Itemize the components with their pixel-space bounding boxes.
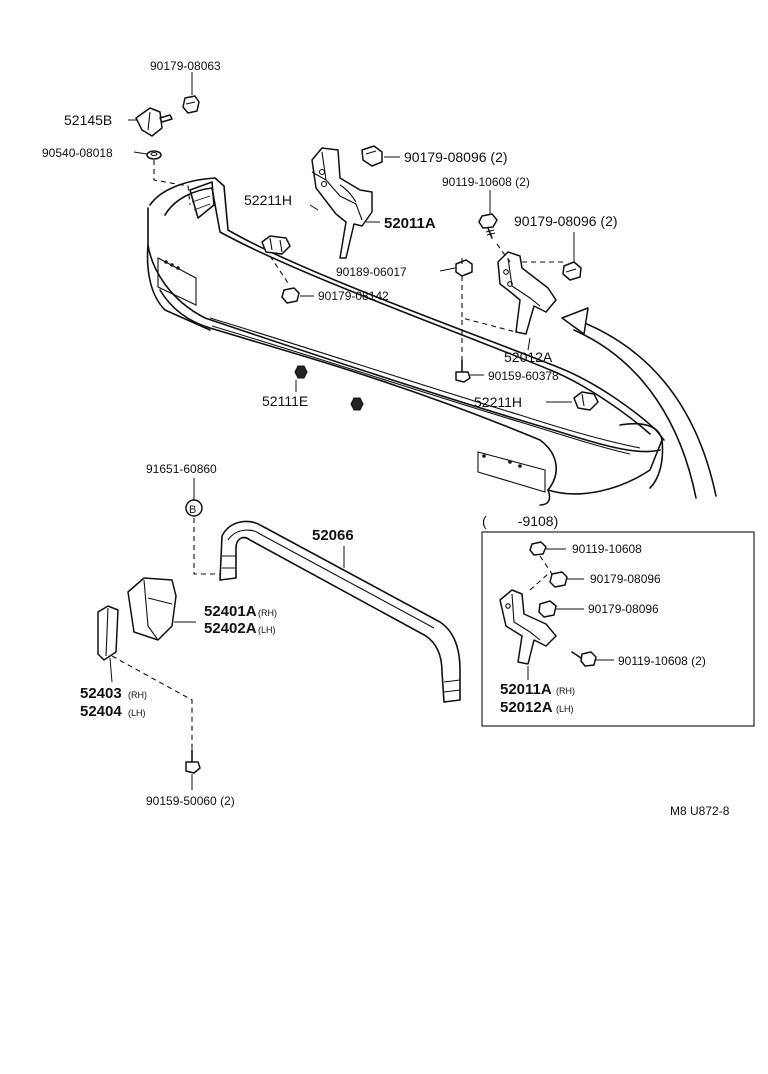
nut-90179-08096-top [361,145,383,167]
label-52211H-bottom: 52211H [474,394,522,410]
label-52401A: 52401A [204,603,257,620]
leader-dash-52145B [153,160,191,206]
label-90189-06017: 90189-06017 [336,265,407,279]
label-52012A: 52012A [504,349,553,365]
leader-dash-52211H [269,255,291,287]
label-52111E: 52111E [262,393,308,409]
label-inset-52011A-suffix: (RH) [556,686,575,696]
label-52145B: 52145B [64,112,112,128]
label-90179-08063: 90179-08063 [150,59,221,73]
label-90179-08142: 90179-08142 [318,289,389,303]
label-52403-suffix: (RH) [128,690,147,700]
leader-dash-91651 [193,518,220,575]
bumper-bar-52111E [146,177,665,506]
stay-52066 [219,520,461,703]
bolt-91651-60860: B [185,499,203,517]
inset-nut-90179-08096-a [549,571,568,588]
label-90159-50060: 90159-50060 (2) [146,794,235,808]
label-inset-90119-10608-2: 90119-10608 (2) [618,654,706,668]
bracket-52012A [497,251,557,335]
inset-leader-dash [529,555,553,591]
leader-dash-52403 [111,655,193,750]
label-90159-60378: 90159-60378 [488,369,559,383]
label-52402A-suffix: (LH) [258,625,276,635]
clip-52211H-top [261,235,291,255]
label-52404: 52404 [80,703,122,720]
label-inset-90179-08096-a: 90179-08096 [590,572,661,586]
label-inset-range: ( -9108) [482,513,558,529]
label-52401A-suffix: (RH) [258,608,277,618]
label-52211H-top: 52211H [244,192,292,208]
figure-code: M8 U872-8 [670,804,730,818]
label-52011A: 52011A [384,215,436,232]
label-90179-08096-right: 90179-08096 (2) [514,213,618,229]
clip-52211H-bottom [573,391,599,411]
label-52066: 52066 [312,527,354,544]
circle-marker: B [189,504,196,516]
bracket-52011A [311,147,373,259]
label-inset-52012A-suffix: (LH) [556,704,574,714]
label-90119-10608-top: 90119-10608 (2) [442,175,530,189]
bolt-90159-60378 [455,359,471,383]
label-90179-08096-top: 90179-08096 (2) [404,149,508,165]
label-91651-60860: 91651-60860 [146,462,217,476]
label-inset-52011A: 52011A [500,681,552,698]
bracket-52145B [135,107,173,137]
label-52402A: 52402A [204,620,257,637]
label-90540-08018: 90540-08018 [42,146,113,160]
leader-lines [109,72,614,790]
leader-dash-52012A [461,243,565,360]
direction-arrow-icon [561,307,717,499]
nut-90179-08063 [182,95,200,114]
inset-bracket-52011A-52012A [499,589,557,665]
bolt-90159-50060 [185,749,201,774]
label-52404-suffix: (LH) [128,708,146,718]
nut-90179-08142 [281,287,300,304]
cushion-52401A-52402A [127,577,177,641]
cushion-52403-52404 [97,605,119,661]
washer-90540-08018 [146,150,162,160]
inset-box-pre-9108 [481,531,755,727]
inset-bolt-90119-10608-2 [571,651,597,667]
label-inset-90119-10608: 90119-10608 [572,542,642,556]
nut-90189-06017 [455,258,473,277]
nut-90179-08096-right [562,261,582,281]
label-inset-90179-08096-b: 90179-08096 [588,602,659,616]
label-52403: 52403 [80,685,122,702]
label-inset-52012A: 52012A [500,699,553,716]
inset-nut-90179-08096-b [538,600,557,618]
bolt-90119-10608-top [478,213,498,239]
inset-bolt-90119-10608 [529,541,547,556]
